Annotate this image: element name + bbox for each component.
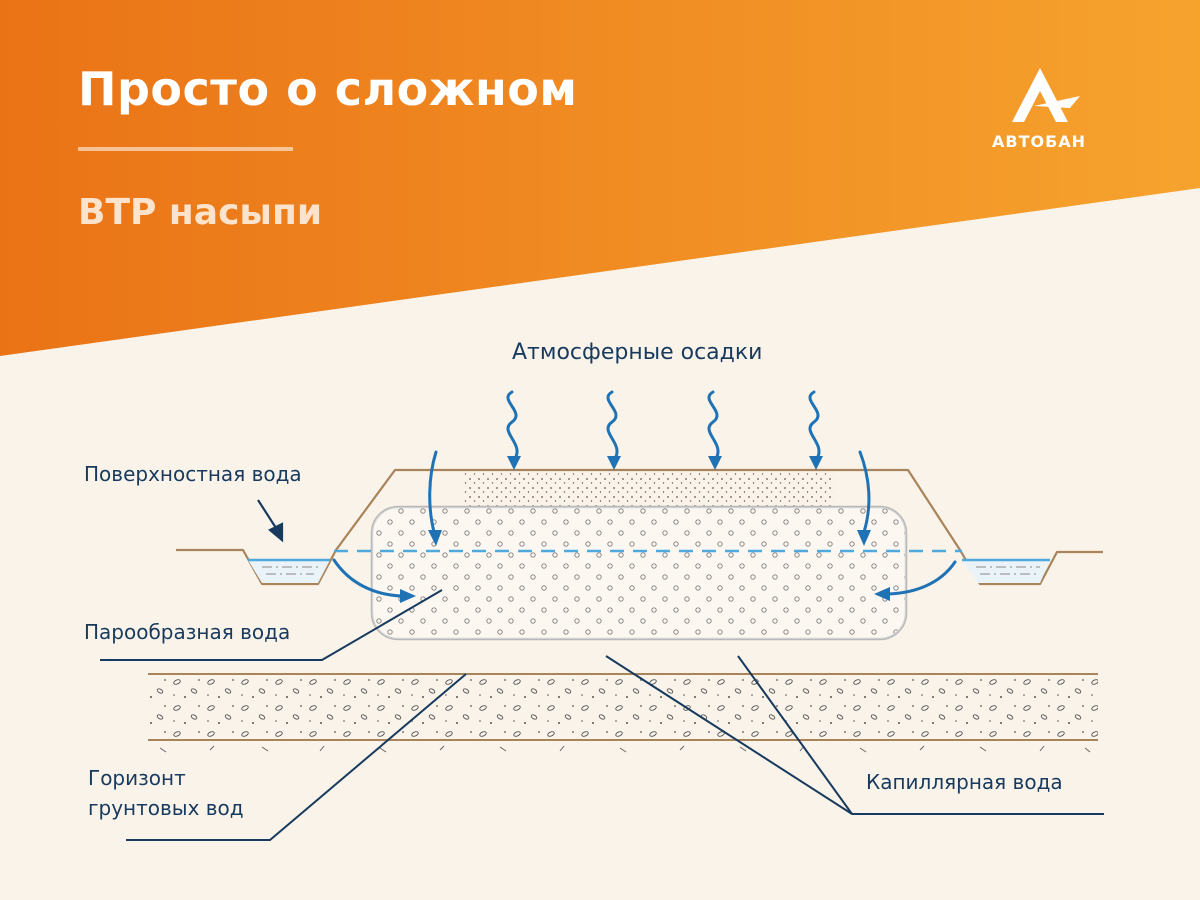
label-groundwater-horizon-line2: грунтовых вод bbox=[88, 796, 244, 820]
label-capillary-water: Капиллярная вода bbox=[866, 770, 1063, 794]
label-groundwater-horizon-line1: Горизонт bbox=[88, 766, 186, 790]
label-vapor-water: Парообразная вода bbox=[84, 620, 291, 644]
page-title: Просто о сложном bbox=[78, 62, 578, 116]
page-subtitle: ВТР насыпи bbox=[78, 192, 323, 233]
logo-wordmark: АВТОБАН bbox=[992, 132, 1087, 151]
autoban-logo-icon bbox=[1012, 68, 1080, 122]
surface-water-pointer bbox=[257, 499, 284, 543]
title-divider bbox=[78, 147, 293, 151]
embankment-core bbox=[370, 505, 908, 641]
label-precipitation: Атмосферные осадки bbox=[512, 340, 763, 365]
label-surface-water: Поверхностная вода bbox=[84, 462, 302, 486]
precipitation-arrowheads bbox=[507, 456, 823, 470]
infiltration-arrowheads bbox=[400, 530, 890, 603]
ground-layer bbox=[148, 673, 1098, 753]
precipitation-arrows bbox=[506, 390, 821, 462]
infiltration-arrows bbox=[332, 450, 957, 598]
embankment-outline bbox=[176, 468, 1103, 586]
leader-lines bbox=[100, 589, 1104, 841]
header-band bbox=[0, 0, 1200, 356]
top-sand-layer bbox=[462, 471, 834, 507]
ditch-water bbox=[248, 558, 1050, 583]
